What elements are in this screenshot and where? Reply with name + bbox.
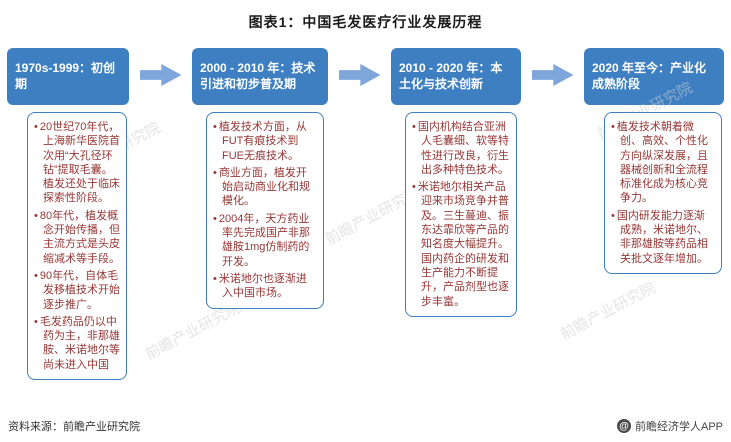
stage-2-content: 植发技术方面，从FUT有痕技术到FUE无痕技术。 商业方面，植发开始启动商业化和… bbox=[206, 112, 324, 309]
bullet-item: 国内研发能力逐渐成熟，米诺地尔、非那雄胺等药品相关批文逐年增加。 bbox=[611, 209, 715, 266]
stage-4-content: 植发技术朝着微创、高效、个性化方向纵深发展，且器械创新和全流程标准化成为核心竞争… bbox=[604, 112, 722, 274]
stage-1-header: 1970s-1999：初创期 bbox=[7, 48, 129, 105]
bullet-item: 米诺地尔相关产品迎来市场竞争并普及。三生蔓迪、振东达霏欣等产品的知名度大幅提升。… bbox=[412, 180, 510, 309]
stage-3-header: 2010 - 2020 年：本土化与技术创新 bbox=[391, 48, 521, 105]
arrow-right-icon bbox=[139, 64, 182, 86]
stage-3-content: 国内机构结合亚洲人毛囊细、软等特性进行改良，衍生出多种特色技术。 米诺地尔相关产… bbox=[405, 112, 517, 317]
bullet-item: 植发技术朝着微创、高效、个性化方向纵深发展，且器械创新和全流程标准化成为核心竞争… bbox=[611, 120, 715, 206]
stage-2010-2020: 2010 - 2020 年：本土化与技术创新 国内机构结合亚洲人毛囊细、软等特性… bbox=[391, 48, 521, 317]
stage-3-bullet-list: 国内机构结合亚洲人毛囊细、软等特性进行改良，衍生出多种特色技术。 米诺地尔相关产… bbox=[412, 120, 510, 309]
stage-1970s-1999: 1970s-1999：初创期 20世纪70年代，上海新华医院首次用“大孔径环钻”… bbox=[7, 48, 129, 381]
brand-footer: @ 前瞻经济学人APP bbox=[616, 418, 723, 434]
stage-1-bullet-list: 20世纪70年代，上海新华医院首次用“大孔径环钻”提取毛囊。植发还处于临床探索性… bbox=[34, 120, 120, 372]
brand-name: 前瞻经济学人APP bbox=[634, 421, 723, 433]
stage-2-bullet-list: 植发技术方面，从FUT有痕技术到FUE无痕技术。 商业方面，植发开始启动商业化和… bbox=[213, 120, 317, 301]
bullet-item: 国内机构结合亚洲人毛囊细、软等特性进行改良，衍生出多种特色技术。 bbox=[412, 120, 510, 177]
bullet-item: 90年代，自体毛发移植技术开始逐步推广。 bbox=[34, 269, 120, 312]
stage-4-header: 2020 年至今：产业化成熟阶段 bbox=[584, 48, 724, 105]
bullet-item: 20世纪70年代，上海新华医院首次用“大孔径环钻”提取毛囊。植发还处于临床探索性… bbox=[34, 120, 120, 206]
timeline-flow: 1970s-1999：初创期 20世纪70年代，上海新华医院首次用“大孔径环钻”… bbox=[7, 48, 724, 381]
source-note: 资料来源：前瞻产业研究院 bbox=[8, 421, 140, 433]
stage-1-content: 20世纪70年代，上海新华医院首次用“大孔径环钻”提取毛囊。植发还处于临床探索性… bbox=[27, 112, 127, 381]
bullet-item: 毛发药品仍以中药为主，非那雄胺、米诺地尔等尚未进入中国 bbox=[34, 315, 120, 372]
bullet-item: 商业方面，植发开始启动商业化和规模化。 bbox=[213, 166, 317, 209]
bullet-item: 米诺地尔也逐渐进入中国市场。 bbox=[213, 272, 317, 301]
stage-2000-2010: 2000 - 2010 年：技术引进和初步普及期 植发技术方面，从FUT有痕技术… bbox=[192, 48, 328, 309]
qianzhan-logo-icon: @ bbox=[616, 419, 631, 433]
stage-2-header: 2000 - 2010 年：技术引进和初步普及期 bbox=[192, 48, 328, 105]
bullet-item: 植发技术方面，从FUT有痕技术到FUE无痕技术。 bbox=[213, 120, 317, 163]
arrow-right-icon bbox=[531, 64, 574, 86]
bullet-item: 2004年，天方药业率先完成国产非那雄胺1mg仿制药的开发。 bbox=[213, 212, 317, 269]
arrow-right-icon bbox=[338, 64, 381, 86]
bullet-item: 80年代，植发概念开始传播，但主流方式是头皮缩减术等手段。 bbox=[34, 209, 120, 266]
page-title: 图表1：中国毛发医疗行业发展历程 bbox=[248, 14, 483, 30]
stage-4-bullet-list: 植发技术朝着微创、高效、个性化方向纵深发展，且器械创新和全流程标准化成为核心竞争… bbox=[611, 120, 715, 266]
stage-2020-now: 2020 年至今：产业化成熟阶段 植发技术朝着微创、高效、个性化方向纵深发展，且… bbox=[584, 48, 724, 274]
